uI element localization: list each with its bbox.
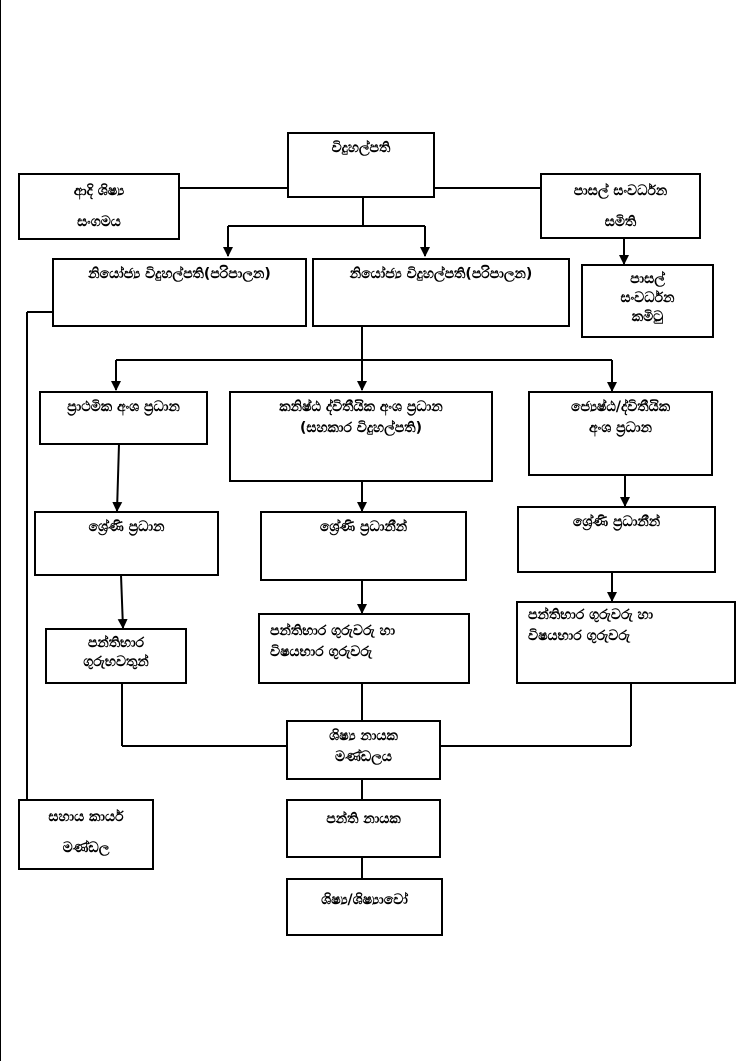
prefect-board-line2: මණ්ඩලය — [335, 749, 392, 765]
senior-head-line2: අංශ ප්‍රධාන — [589, 420, 652, 436]
deputy-principal-right-box: නියෝජ්‍ය විදුහල්පති(පරිපාලන) — [312, 258, 570, 327]
prefect-board-box: ශිෂ්‍ය නායක මණ්ඩලය — [286, 720, 441, 780]
deputy-right-label: නියෝජ්‍ය විදුහල්පති(පරිපාලන) — [349, 266, 533, 282]
class-teachers-left-box: පන්තිභාර ගුරුභවතුන් — [45, 628, 187, 684]
grade-heads-right-label: ශ්‍රේණි ප්‍රධානීන් — [572, 514, 661, 530]
senior-head-line1: ජ්‍යෙෂ්ඨ/ද්විතීයික — [570, 399, 671, 415]
grade-head-left-label: ශ්‍රේණි ප්‍රධාන — [88, 519, 165, 535]
deputy-left-label: නියෝජ්‍ය විදුහල්පති(පරිපාලන) — [88, 266, 271, 282]
class-monitors-label: පන්ති නායක — [326, 811, 401, 827]
grade-heads-mid-box: ශ්‍රේණි ප්‍රධානීන් — [260, 511, 467, 581]
students-box: ශිෂ්‍ය/ශිෂ්‍යාවෝ — [286, 878, 443, 936]
class-teachers-left-line1: පන්තිභාර — [87, 635, 145, 651]
deputy-principal-left-box: නියෝජ්‍ය විදුහල්පති(පරිපාලන) — [52, 258, 307, 327]
sdc-label-line2: සමිති — [604, 214, 637, 230]
class-teachers-left-line2: ගුරුභවතුන් — [83, 653, 149, 670]
co-curricular-board-box: සහාය කාර්ය මණ්ඩල — [18, 799, 154, 870]
past-pupils-association-box: ආදි ශිෂ්‍ය සංගමය — [18, 173, 180, 240]
prefect-board-line1: ශිෂ්‍ය නායක — [329, 728, 398, 744]
arrow-grade-classteachers — [117, 574, 128, 629]
primary-head-label: ප්‍රාථමික අංශ ප්‍රධාන — [67, 399, 180, 415]
teachers-mid-box: පන්තිභාර ගුරුවරු හා විෂයභාර ගුරුවරු — [258, 613, 470, 684]
teachers-mid-line2: විෂයභාර ගුරුවරු — [270, 644, 373, 660]
primary-section-head-box: ප්‍රාථමික අංශ ප්‍රධාන — [39, 391, 208, 445]
sd-committee-line1: පාසල් — [630, 271, 665, 287]
teachers-right-box: පන්තිභාර ගුරුවරු හා විෂයභාර ගුරුවරු — [516, 601, 736, 684]
grade-heads-mid-label: ශ්‍රේණි ප්‍රධානීන් — [319, 519, 408, 535]
sd-committee-line2: සංවර්ධන — [620, 289, 675, 306]
junior-section-head-box: කනිෂ්ඨ ද්විතීයික අංශ ප්‍රධාන (සහකාර විදු… — [229, 391, 493, 482]
principal-label: විදුහල්පති — [331, 140, 391, 156]
grade-heads-right-box: ශ්‍රේණි ප්‍රධානීන් — [517, 506, 716, 573]
grade-head-left-box: ශ්‍රේණි ප්‍රධාන — [34, 511, 219, 576]
teachers-right-line2: විෂයභාර ගුරුවරු — [528, 628, 631, 644]
sd-committee-line3: කමිටු — [631, 308, 664, 325]
co-curricular-line2: මණ්ඩල — [62, 840, 110, 856]
junior-head-line2: (සහකාර විදුහල්පති) — [299, 420, 422, 436]
teachers-mid-line1: පන්තිභාර ගුරුවරු හා — [270, 623, 396, 639]
sdc-box: පාසල් සංවර්ධන සමිති — [540, 173, 701, 239]
past-pupils-label-line2: සංගමය — [77, 214, 121, 230]
past-pupils-label-line1: ආදි ශිෂ්‍ය — [73, 183, 125, 199]
principal-box: විදුහල්පති — [287, 132, 435, 198]
arrow-primary-grade — [112, 443, 123, 512]
co-curricular-line1: සහාය කාර්ය — [48, 809, 124, 825]
students-label: ශිෂ්‍ය/ශිෂ්‍යාවෝ — [321, 892, 408, 908]
page-border — [0, 0, 1, 1061]
senior-section-head-box: ජ්‍යෙෂ්ඨ/ද්විතීයික අංශ ප්‍රධාන — [528, 391, 713, 476]
class-monitors-box: පන්ති නායක — [286, 799, 441, 858]
teachers-right-line1: පන්තිභාර ගුරුවරු හා — [528, 607, 654, 623]
sdc-label-line1: පාසල් සංවර්ධන — [573, 183, 668, 199]
sd-committee-box: පාසල් සංවර්ධන කමිටු — [581, 264, 714, 338]
junior-head-line1: කනිෂ්ඨ ද්විතීයික අංශ ප්‍රධාන — [279, 399, 443, 415]
